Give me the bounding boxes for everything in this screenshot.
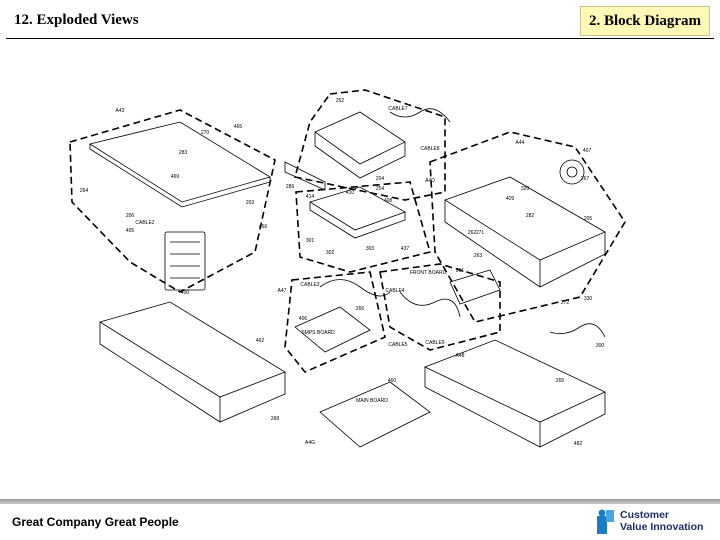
label-263: 263 [474, 253, 483, 259]
label-CABLE3: CABLE3 [300, 282, 319, 288]
label-264: 264 [80, 188, 89, 194]
label-414: 414 [306, 194, 315, 200]
label-A4G: A4G [305, 440, 315, 446]
label-320: 320 [521, 186, 530, 192]
group-outline-front-board [379, 263, 501, 351]
footer-slogan: Great Company Great People [12, 515, 179, 529]
label-270: 270 [201, 130, 210, 136]
label-462: 462 [256, 338, 265, 344]
brand-line-1: Customer [620, 509, 670, 521]
label-330: 330 [584, 296, 593, 302]
label-205: 205 [584, 216, 593, 222]
label-CABLE9: CABLE9 [425, 340, 444, 346]
label-254: 254 [376, 186, 385, 192]
header-divider [6, 38, 714, 39]
group-outline-bracket [295, 181, 431, 273]
label-A4D: A4D [425, 178, 435, 184]
group-outline-smps [284, 271, 386, 373]
exploded-view-drawing: A43 A44 A47 A48 A4G A4D CABLE2 CABLE3 CA… [69, 89, 626, 448]
page-title: 12. Exploded Views [14, 12, 139, 28]
group-outline-top-cover [69, 109, 276, 293]
label-302: 302 [326, 250, 335, 256]
label-204: 204 [376, 176, 385, 182]
label-410: 410 [346, 190, 355, 196]
keypad [164, 231, 206, 291]
label-front-board: FRONT BOARD [410, 270, 447, 276]
brand-text: Customer Value Innovation [620, 509, 703, 533]
main-board [319, 381, 431, 448]
label-A47: A47 [278, 288, 287, 294]
label-272: 272 [561, 300, 570, 306]
label-smps-board: SMPS BOARD [301, 330, 335, 336]
front-board [449, 269, 501, 305]
front-bezel [284, 161, 326, 191]
drive-unit [314, 111, 406, 165]
cable [389, 108, 451, 123]
label-CABLE2: CABLE2 [135, 220, 154, 226]
label-409: 409 [506, 196, 515, 202]
group-outline-drive [294, 89, 446, 201]
label-466: 466 [259, 224, 268, 230]
label-289: 289 [286, 184, 295, 190]
label-261: 261 [456, 268, 465, 274]
label-408: 408 [384, 198, 393, 204]
label-CABLE5: CABLE5 [388, 342, 407, 348]
label-CABLE4: CABLE4 [385, 288, 404, 294]
drive-bracket [309, 186, 406, 231]
footer-divider [0, 499, 720, 504]
label-282: 282 [526, 213, 535, 219]
label-203: 203 [246, 200, 255, 206]
label-271: 271 [476, 230, 485, 236]
label-267: 267 [581, 176, 590, 182]
base-tray-right [423, 339, 606, 423]
section-badge[interactable]: 2. Block Diagram [580, 6, 710, 36]
label-A43: A43 [116, 108, 125, 114]
label-303: 303 [366, 246, 375, 252]
label-A48: A48 [456, 353, 465, 359]
label-A44: A44 [516, 140, 525, 146]
label-262: 262 [468, 230, 477, 236]
label-main-board: MAIN BOARD [356, 398, 388, 404]
smps-board [294, 306, 371, 353]
label-265: 265 [556, 378, 565, 384]
brand-logo: Customer Value Innovation [597, 508, 703, 534]
label-CABLE7: CABLE7 [388, 106, 407, 112]
label-460: 460 [388, 378, 397, 384]
base-tray-left [99, 301, 286, 398]
label-268: 268 [271, 416, 280, 422]
label-283: 283 [179, 150, 188, 156]
brand-line-2: Value Innovation [620, 521, 704, 533]
label-301: 301 [306, 238, 315, 244]
label-406: 406 [299, 316, 308, 322]
label-266: 266 [356, 306, 365, 312]
label-405: 405 [126, 228, 135, 234]
label-206: 206 [126, 213, 135, 219]
label-252: 252 [336, 98, 345, 104]
label-CABLE8: CABLE8 [420, 146, 439, 152]
label-300: 300 [596, 343, 605, 349]
label-437: 437 [401, 246, 410, 252]
label-400: 400 [181, 290, 190, 296]
cooling-fan [559, 159, 585, 185]
brand-icon [597, 509, 614, 534]
label-465: 465 [234, 124, 243, 130]
label-469: 469 [171, 174, 180, 180]
label-407: 407 [583, 148, 592, 154]
label-482: 482 [574, 441, 583, 447]
group-outline-chassis [429, 131, 626, 323]
